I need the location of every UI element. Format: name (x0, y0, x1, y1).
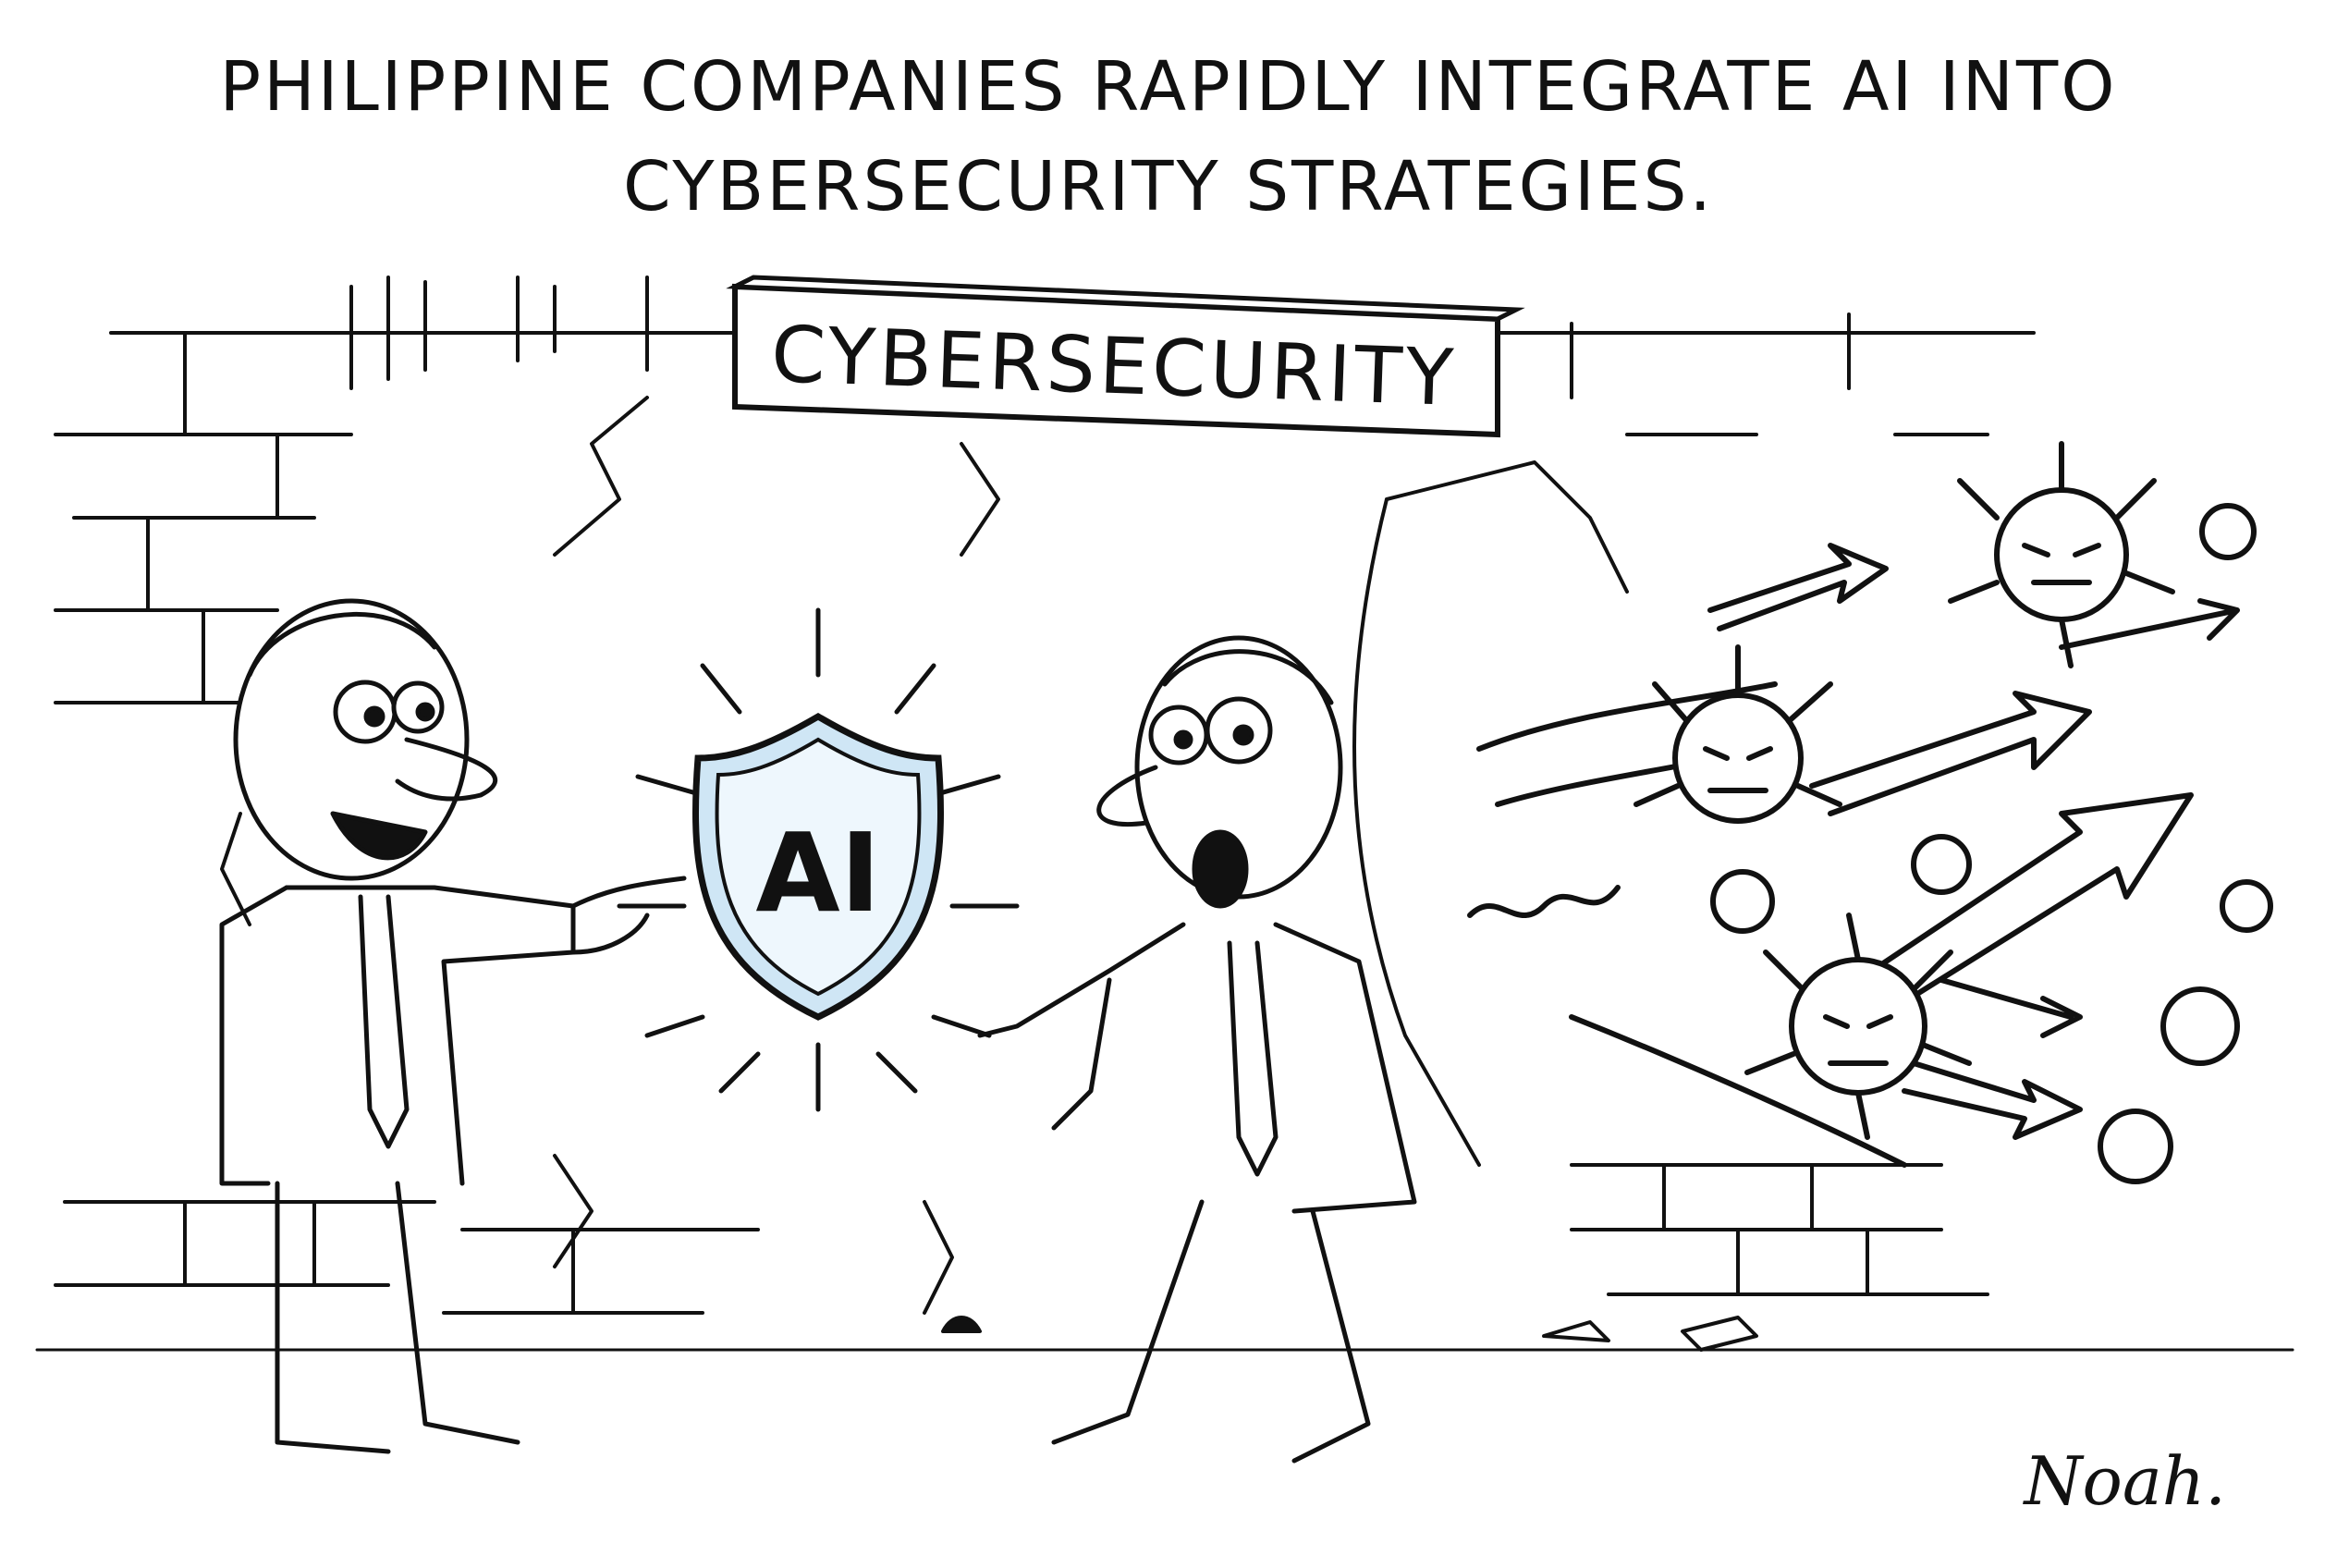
virus-small-4 (2220, 879, 2273, 933)
cartoon-caption: PHILIPPINE COMPANIES RAPIDLY INTEGRATE A… (0, 37, 2337, 237)
rubble (941, 1316, 1758, 1352)
caption-line-1: PHILIPPINE COMPANIES RAPIDLY INTEGRATE A… (219, 47, 2118, 127)
virus-small-6 (2098, 1109, 2173, 1184)
caption-line-2: CYBERSECURITY STRATEGIES. (622, 147, 1715, 227)
shocked-businessman (977, 635, 1417, 1464)
cybersecurity-sign: CYBERSECURITY (726, 275, 1525, 438)
ai-shield: AI (617, 607, 1020, 1112)
smiling-businessman (219, 598, 687, 1454)
virus-small-5 (2160, 986, 2240, 1066)
virus-large-1 (1948, 441, 2175, 668)
shield-label: AI (755, 809, 880, 937)
artist-signature: Noah. (2024, 1442, 2226, 1520)
virus-small-2 (1710, 869, 1775, 934)
virus-small-1 (2199, 503, 2257, 560)
virus-large-3 (1744, 913, 1972, 1140)
incoming-threats (1467, 441, 2273, 1184)
virus-small-3 (1911, 834, 1972, 895)
shield-rays (617, 607, 1020, 1112)
virus-large-2 (1633, 644, 1842, 824)
brick-wall (35, 276, 2294, 1352)
